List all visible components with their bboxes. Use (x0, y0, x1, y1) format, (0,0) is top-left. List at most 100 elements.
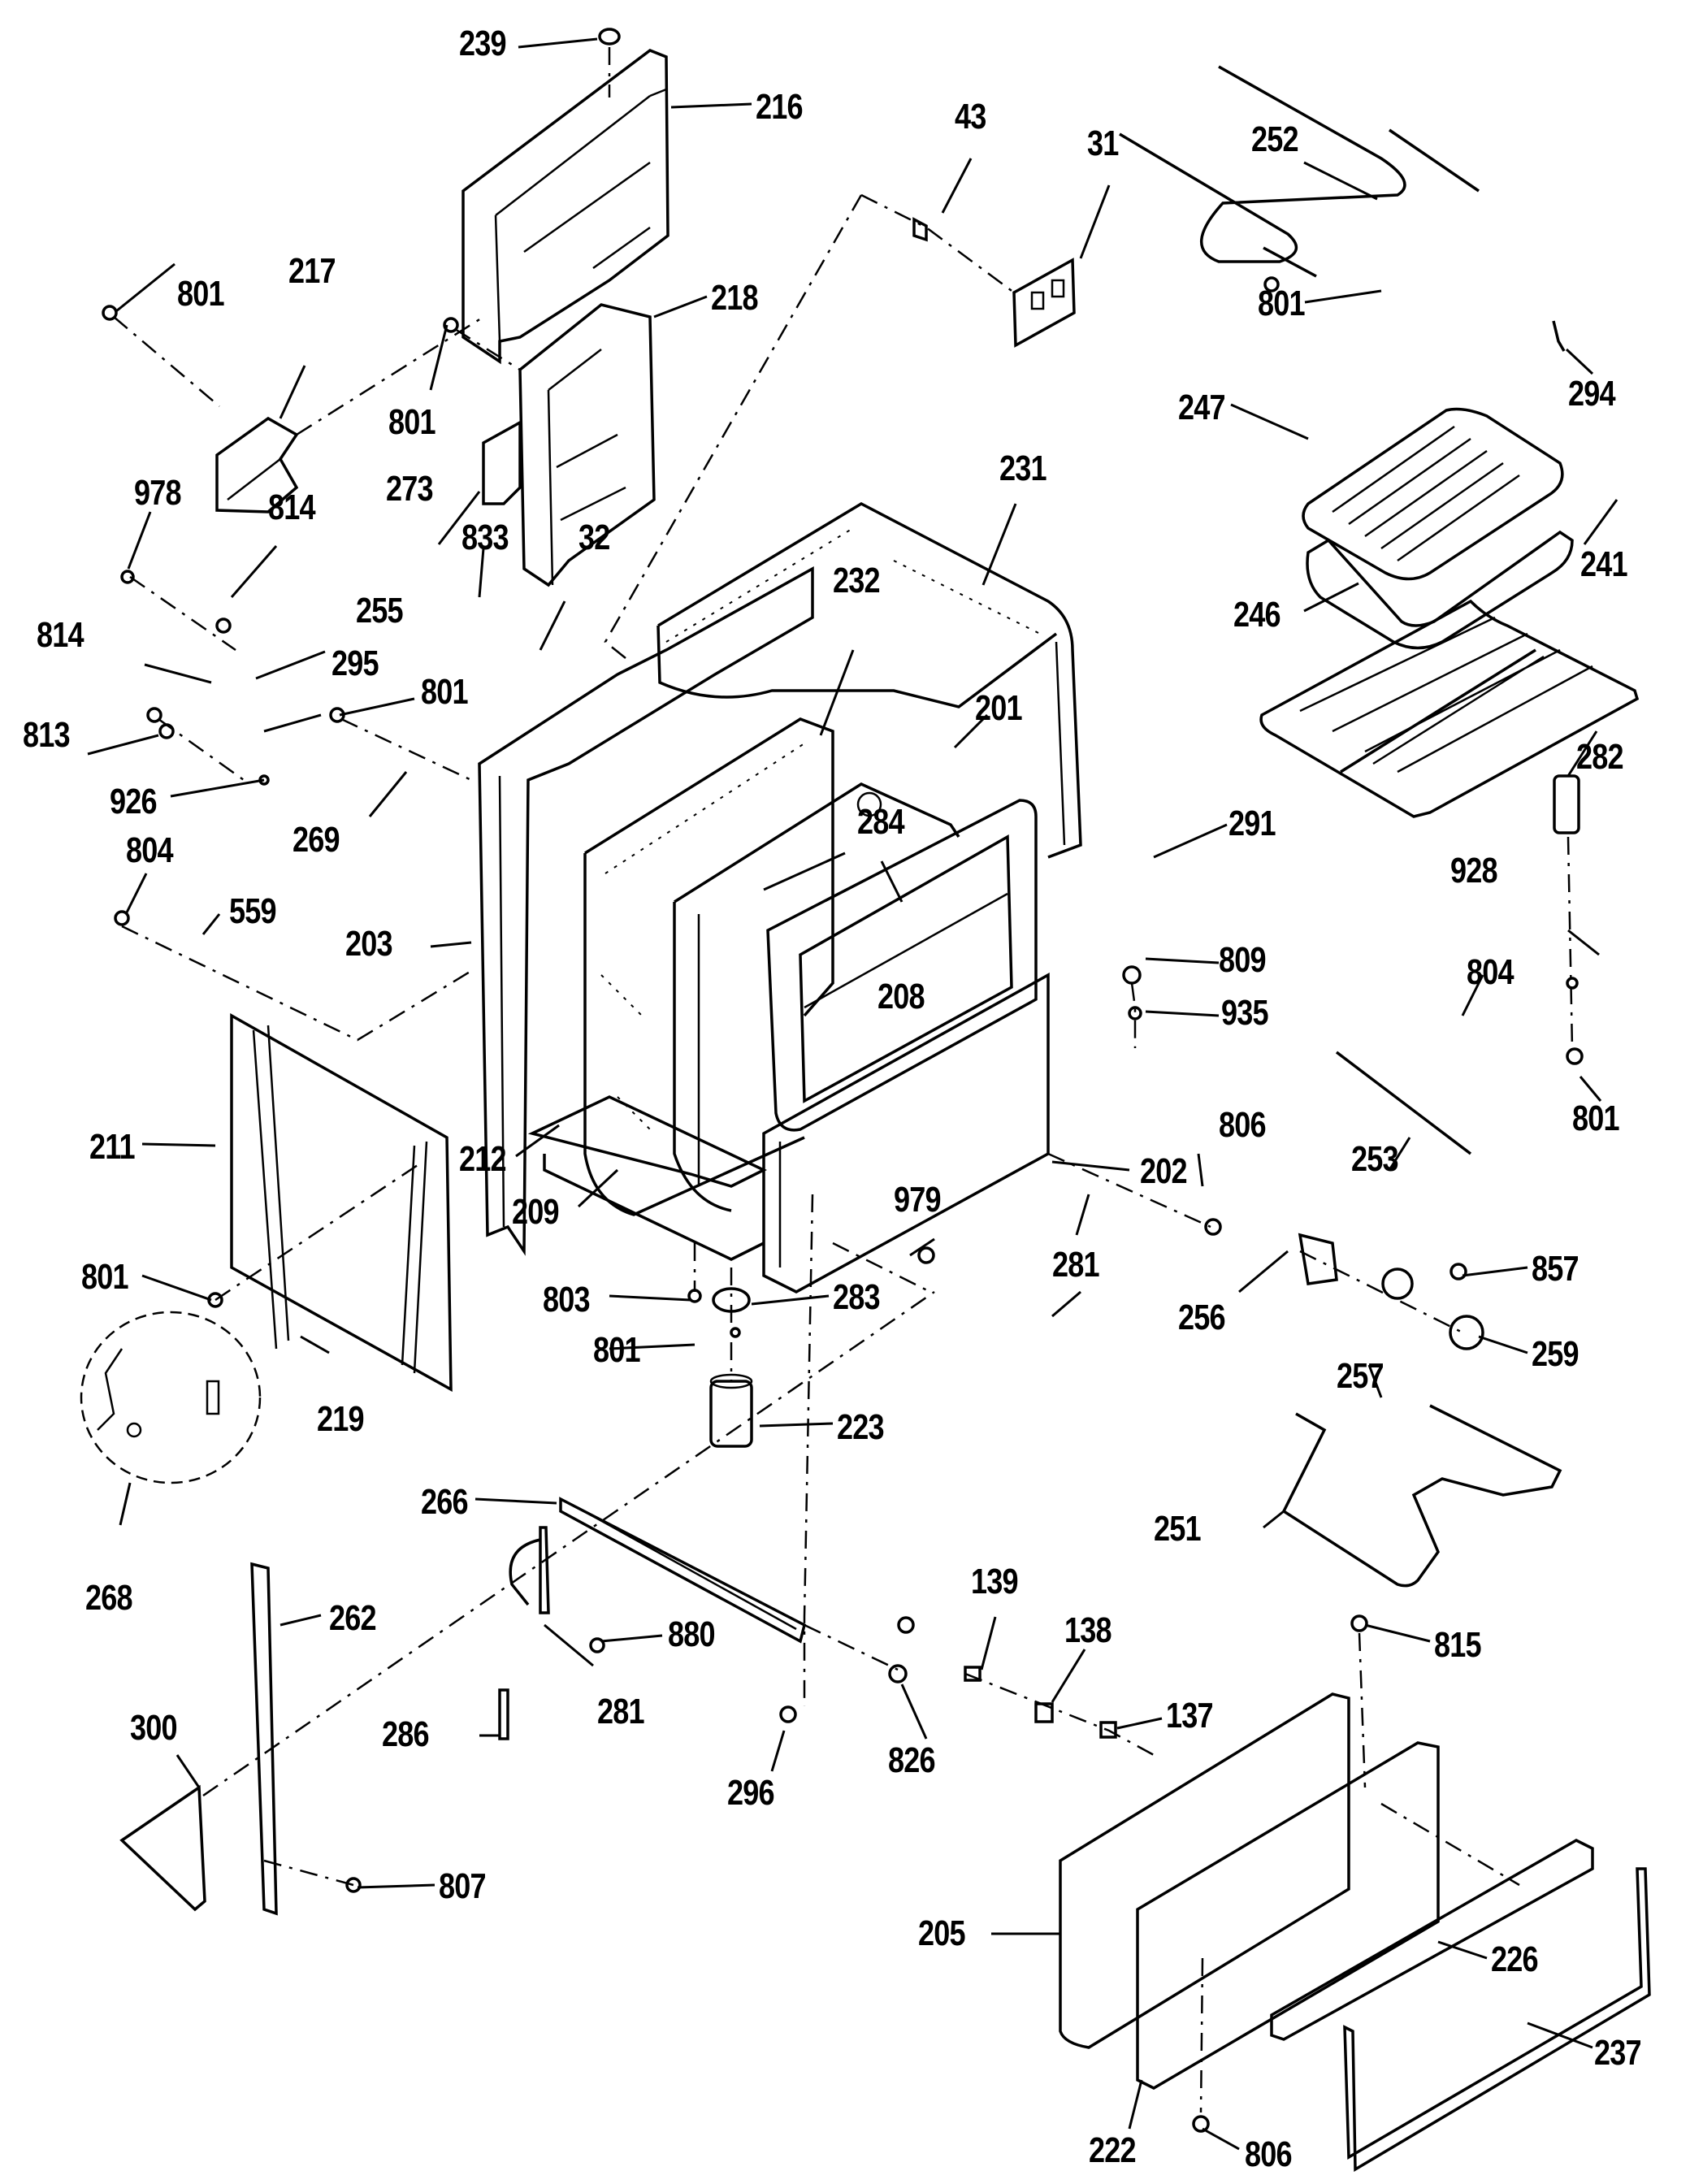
callout-806-b: 806 (1245, 2134, 1293, 2174)
part-273-plate (482, 420, 522, 505)
part-201-oven-liner (673, 782, 960, 1212)
callout-201: 201 (975, 688, 1023, 728)
part-222-door-trim (1136, 1741, 1440, 2090)
callout-268: 268 (85, 1578, 133, 1618)
callout-801-a: 801 (1258, 284, 1306, 323)
part-252-broil-element (1119, 65, 1480, 278)
part-31-control-board (1012, 258, 1076, 348)
callout-218: 218 (711, 278, 759, 318)
callout-978: 978 (134, 473, 182, 513)
part-212-bottom-pan (527, 1095, 767, 1188)
part-251-bake-element (1281, 1404, 1562, 1588)
callout-266: 266 (421, 1482, 469, 1522)
callout-239: 239 (459, 24, 507, 63)
part-137-clip (1099, 1721, 1117, 1739)
callout-205: 205 (918, 1913, 966, 1953)
callout-801-b: 801 (177, 274, 225, 314)
callout-813: 813 (23, 715, 71, 755)
callout-559: 559 (229, 891, 277, 931)
callout-237: 237 (1594, 2033, 1642, 2073)
part-286-spring (498, 1688, 509, 1740)
callout-138: 138 (1064, 1610, 1112, 1650)
callout-255: 255 (356, 591, 404, 630)
callout-815: 815 (1434, 1625, 1482, 1665)
part-217-bracket (215, 416, 299, 514)
callout-826: 826 (888, 1740, 936, 1780)
callout-979: 979 (894, 1180, 942, 1220)
callout-209: 209 (512, 1192, 560, 1232)
callout-43: 43 (955, 97, 986, 136)
callout-294: 294 (1568, 374, 1616, 414)
callout-269: 269 (292, 820, 340, 860)
callout-256: 256 (1178, 1298, 1226, 1337)
part-211-rear-panel (230, 1012, 453, 1393)
callout-203: 203 (345, 924, 393, 964)
callout-295: 295 (332, 644, 379, 683)
callout-219: 219 (317, 1399, 365, 1439)
callout-291: 291 (1228, 804, 1276, 843)
part-43-connector (912, 217, 928, 242)
callout-282: 282 (1576, 737, 1624, 777)
part-246-broiler-pan (1306, 530, 1574, 650)
callout-212: 212 (459, 1139, 507, 1179)
callout-247: 247 (1178, 388, 1226, 427)
part-205-door-frame (1059, 1692, 1350, 2049)
part-218-duct (518, 303, 656, 587)
callout-283: 283 (833, 1277, 881, 1317)
callout-928: 928 (1450, 851, 1498, 890)
callout-257: 257 (1337, 1356, 1384, 1396)
callout-226: 226 (1491, 1939, 1539, 1979)
screw-icons (102, 276, 1584, 2133)
callout-801-e: 801 (1572, 1098, 1620, 1138)
part-259-lens (1449, 1315, 1484, 1350)
callout-804-b: 804 (1467, 952, 1514, 992)
callout-281-a: 281 (1052, 1245, 1100, 1285)
callout-284: 284 (857, 802, 905, 842)
callout-296: 296 (727, 1773, 775, 1813)
part-266-manifold (559, 1497, 807, 1644)
part-257-bulb (1381, 1268, 1414, 1300)
part-208-front-frame (766, 799, 1038, 1132)
callout-801-g: 801 (593, 1330, 641, 1370)
part-237-lower-trim (1343, 1867, 1651, 2173)
callout-857: 857 (1532, 1249, 1580, 1289)
callout-253: 253 (1351, 1139, 1399, 1179)
assembly-lines (113, 193, 1574, 2113)
callout-262: 262 (329, 1598, 377, 1638)
part-253-sensor (1335, 1051, 1472, 1155)
leader-lines (87, 37, 1618, 2151)
part-262-trim-strip (250, 1562, 278, 1916)
callout-251: 251 (1154, 1509, 1202, 1549)
callout-223: 223 (837, 1407, 885, 1447)
callout-273: 273 (386, 469, 434, 509)
callout-814-b: 814 (37, 615, 84, 655)
callout-803: 803 (543, 1280, 591, 1320)
part-216-duct (462, 49, 670, 365)
callout-216: 216 (756, 87, 804, 127)
callout-926: 926 (110, 782, 158, 821)
callout-880: 880 (668, 1614, 716, 1654)
callout-202: 202 (1140, 1151, 1188, 1191)
part-281-hinge (509, 1526, 550, 1614)
callout-801-d: 801 (421, 672, 469, 712)
callout-217: 217 (288, 251, 336, 291)
callout-807: 807 (439, 1866, 487, 1906)
callout-32: 32 (578, 518, 610, 557)
callout-137: 137 (1166, 1696, 1214, 1736)
part-226-trim-bar (1270, 1839, 1594, 2041)
part-256-light-housing (1298, 1233, 1338, 1285)
callout-806-a: 806 (1219, 1105, 1267, 1145)
callout-281-b: 281 (597, 1692, 645, 1731)
callout-814-a: 814 (268, 488, 316, 527)
callout-833: 833 (462, 518, 509, 557)
callout-286: 286 (382, 1714, 430, 1754)
part-223-container (709, 1373, 753, 1448)
callout-804-a: 804 (126, 830, 174, 870)
part-282-rod (1553, 774, 1580, 834)
part-247-broiler-grid (1302, 407, 1564, 581)
callout-935: 935 (1221, 993, 1269, 1033)
callout-246: 246 (1233, 595, 1281, 635)
part-294-clip (1552, 320, 1566, 352)
part-232-insulation (583, 717, 834, 1216)
